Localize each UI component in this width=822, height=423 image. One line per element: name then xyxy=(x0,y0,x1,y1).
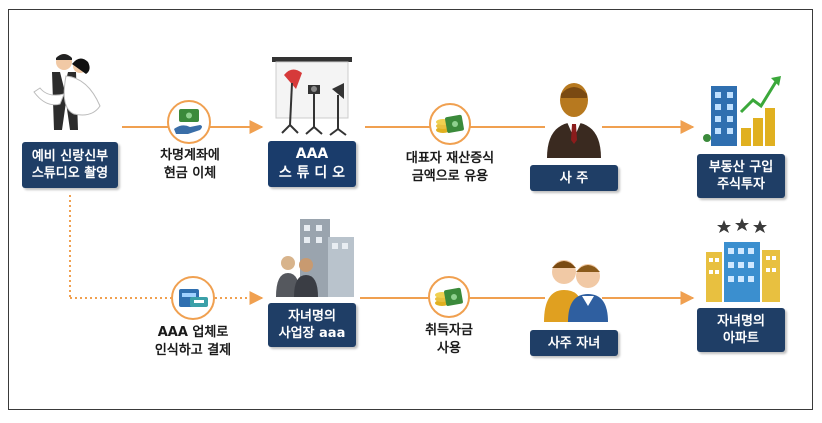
node-child-apartment: 자녀명의 아파트 xyxy=(697,308,785,352)
hand-money-icon xyxy=(167,100,211,144)
node-real-estate-stock: 부동산 구입 주식투자 xyxy=(697,154,785,198)
card-payment-icon xyxy=(171,276,215,320)
diagram-frame xyxy=(8,9,813,410)
office-people-icon xyxy=(276,219,354,297)
label-bottom-step1: AAA 업체로 인식하고 결제 xyxy=(154,325,232,358)
money-coins-icon xyxy=(428,276,470,318)
node-child-business: 자녀명의 사업장 aaa xyxy=(268,303,356,347)
label-top-step1: 차명계좌에 현금 이체 xyxy=(160,148,220,181)
node-owner-children: 사주 자녀 xyxy=(530,330,618,356)
building-chart-icon xyxy=(703,76,781,146)
businessman-icon xyxy=(547,83,601,158)
photo-studio-icon xyxy=(272,57,352,136)
node-aaa-studio: AAA 스 튜 디 오 xyxy=(268,141,356,187)
money-coins-icon xyxy=(429,103,471,145)
node-owner: 사 주 xyxy=(530,165,618,191)
node-start-studio-shoot: 예비 신랑신부 스튜디오 촬영 xyxy=(22,142,118,188)
label-bottom-step2: 취득자금 사용 xyxy=(425,323,473,356)
label-top-step2: 대표자 재산증식 금액으로 유용 xyxy=(405,151,495,184)
apartment-icon xyxy=(706,218,780,302)
wedding-couple-icon xyxy=(33,54,101,130)
two-children-icon xyxy=(544,260,608,322)
